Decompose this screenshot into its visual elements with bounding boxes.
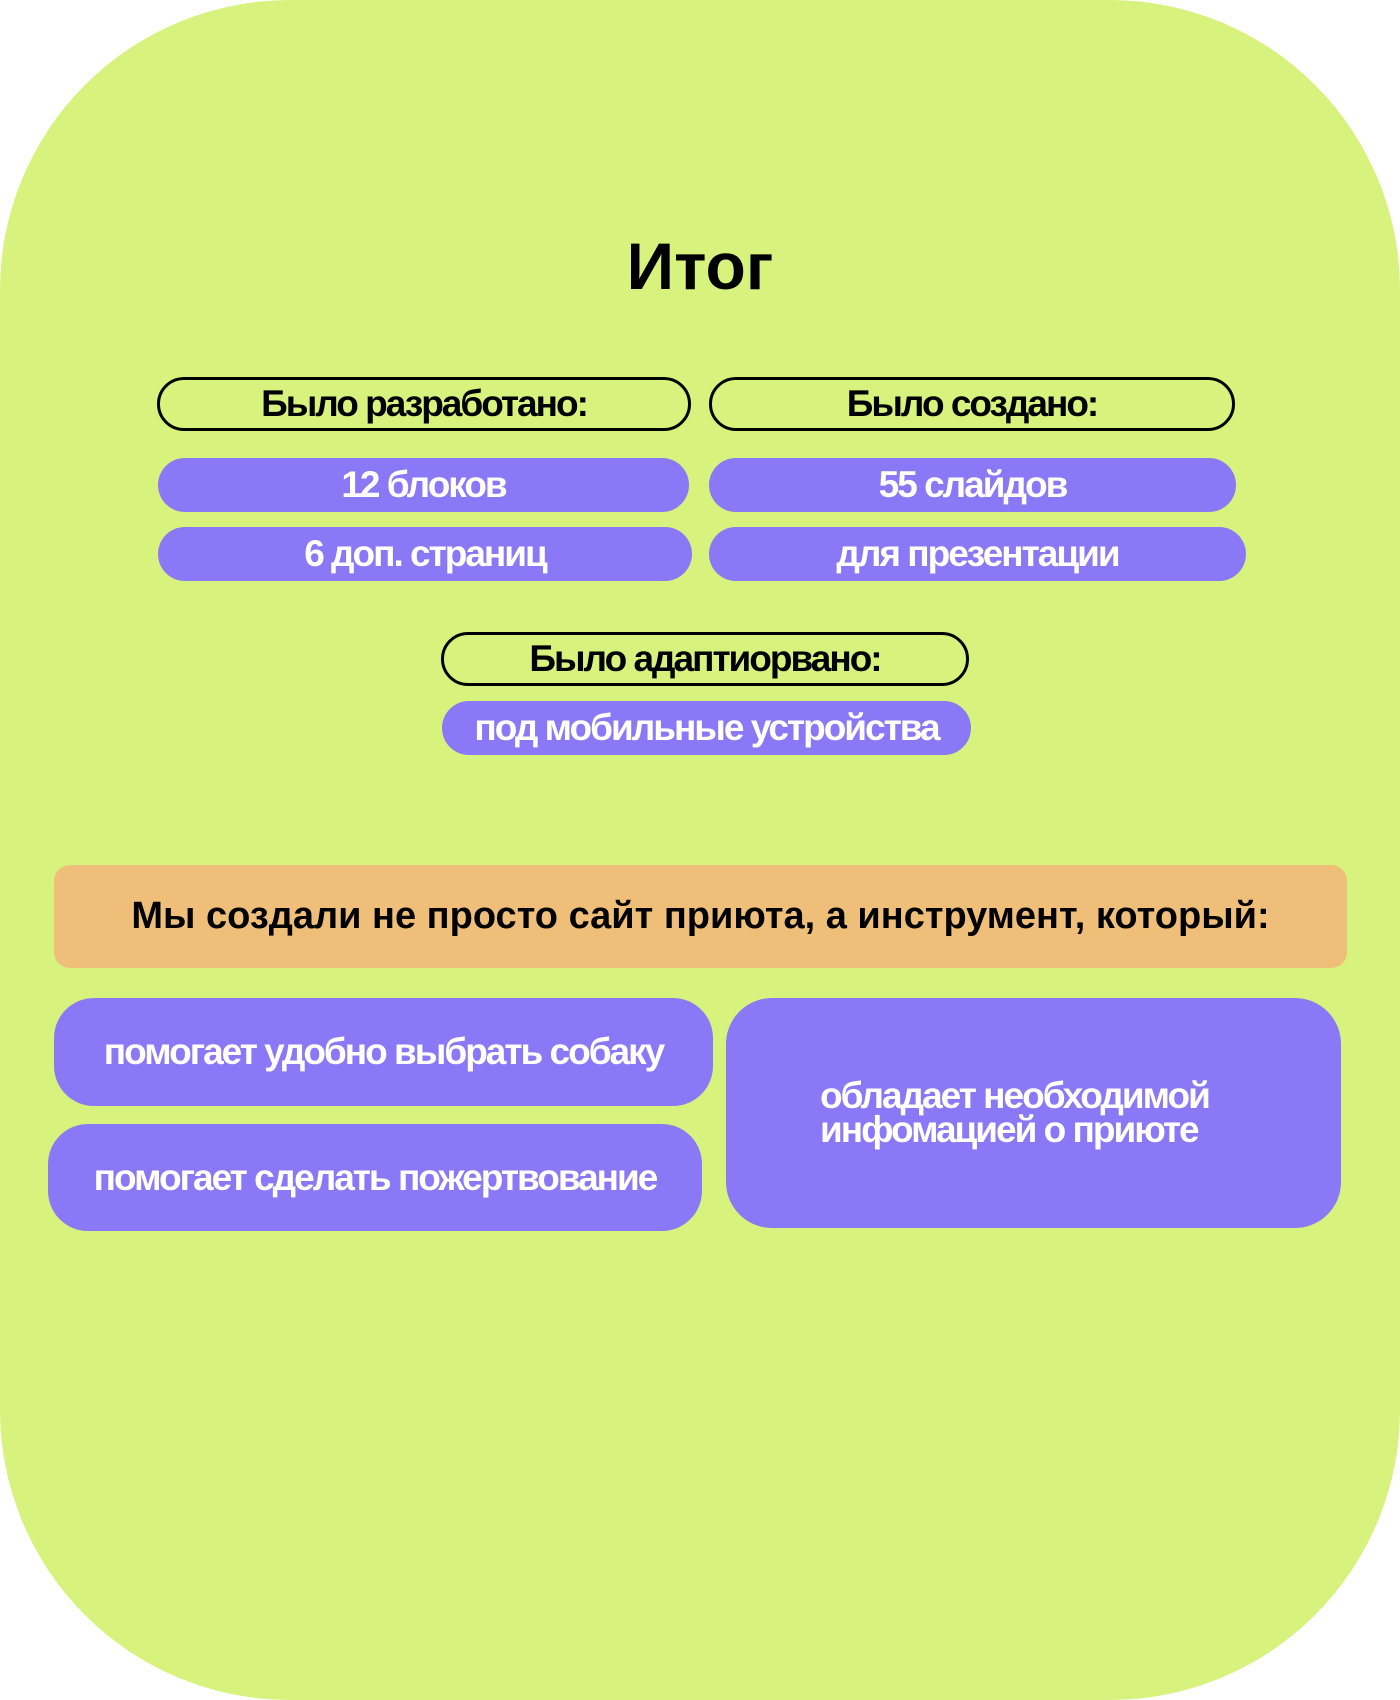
point-donation: помогает сделать пожертвование — [48, 1124, 702, 1231]
page-title: Итог — [626, 229, 774, 303]
developed-item-pages: 6 доп. страниц — [158, 527, 692, 581]
developed-item-blocks: 12 блоков — [158, 458, 689, 512]
point-information: обладает необходимой инфомацией о приюте — [726, 998, 1341, 1228]
adapted-item-mobile: под мобильные устройства — [442, 701, 971, 755]
created-header: Было создано: — [709, 377, 1235, 431]
point-information-text: обладает необходимой инфомацией о приюте — [820, 1075, 1211, 1150]
developed-header: Было разработано: — [157, 377, 691, 431]
created-item-slides: 55 слайдов — [709, 458, 1236, 512]
summary-banner: Мы создали не просто сайт приюта, а инст… — [54, 865, 1347, 968]
created-item-presentation: для презентации — [709, 527, 1246, 581]
adapted-header: Было адаптиорвано: — [441, 632, 969, 686]
point-choose-dog: помогает удобно выбрать собаку — [54, 998, 713, 1106]
